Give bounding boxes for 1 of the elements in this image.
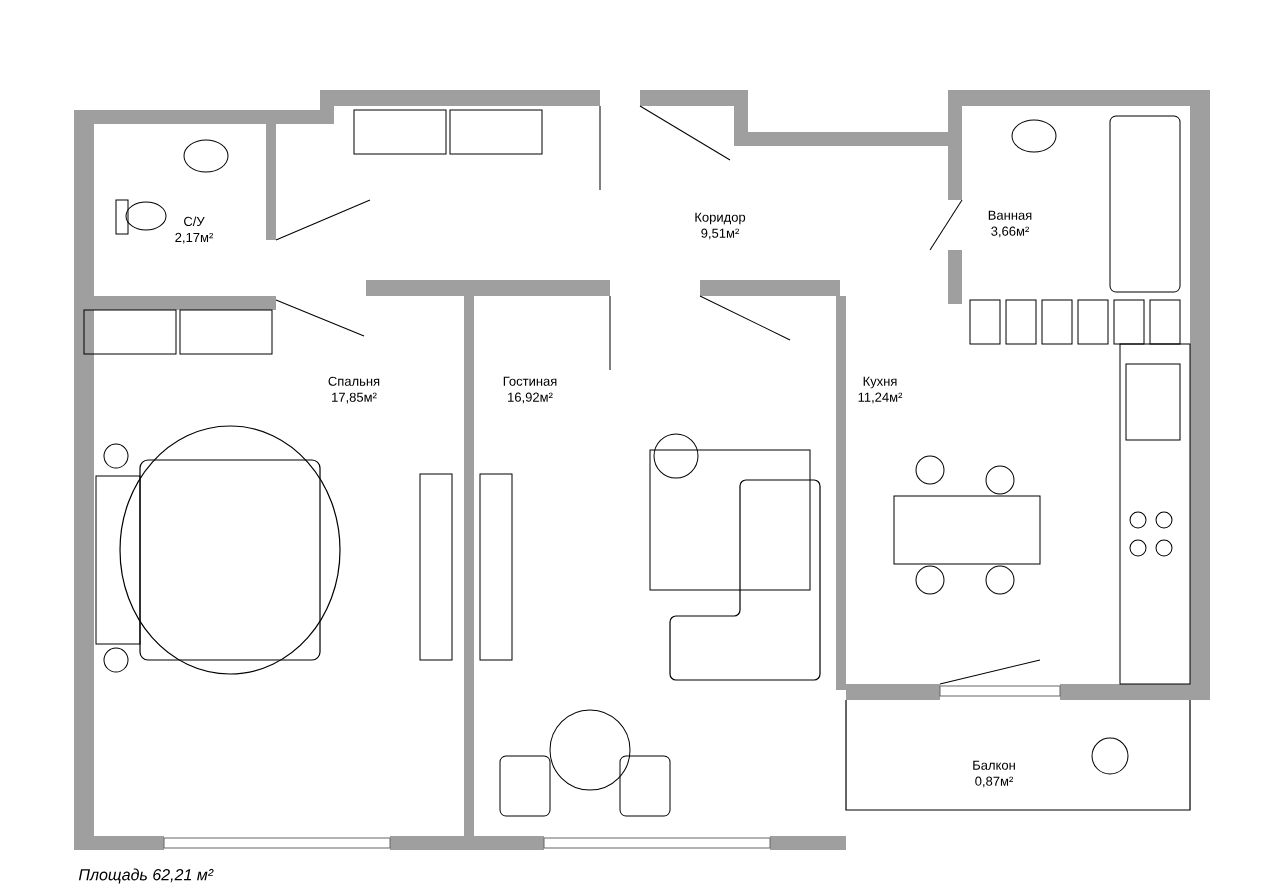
area-note: Площадь 62,21 м²	[78, 868, 214, 884]
